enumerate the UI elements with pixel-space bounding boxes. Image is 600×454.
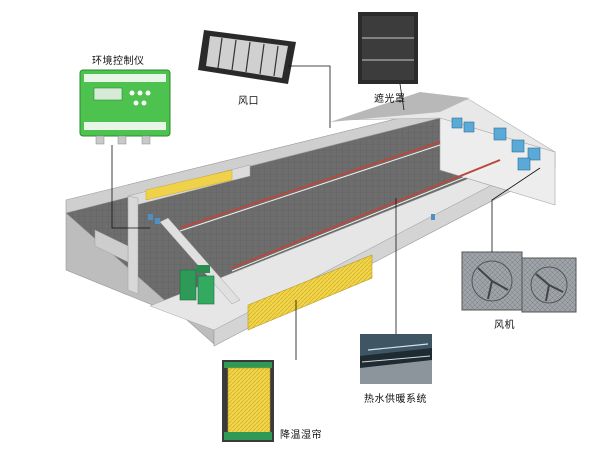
vent-slat: [217, 37, 223, 69]
controller-header: [84, 74, 166, 82]
controller-connector: [95, 135, 105, 145]
environment-controller: [79, 69, 171, 145]
heating-photo-floor: [360, 360, 432, 384]
callout-controller: [111, 145, 150, 229]
air-inlet-vent: [198, 30, 296, 84]
callout-vent: [288, 65, 331, 128]
controller-button: [141, 100, 147, 106]
end-fan-6: [517, 157, 531, 171]
anteroom-divider-2: [159, 217, 241, 305]
anteroom-inner: [94, 229, 129, 263]
equipment-tank-top: [196, 265, 210, 273]
cooling-pad-sample: [222, 360, 274, 442]
fan-blade: [491, 280, 509, 291]
end-fan-4: [511, 139, 525, 153]
callout-fan: [491, 167, 541, 252]
exhaust-fans: [461, 251, 577, 313]
end-fan-2: [463, 121, 475, 133]
pad-sample-bottom: [224, 432, 272, 440]
fan-hub-2: [530, 266, 568, 304]
equipment-tank-1: [179, 269, 197, 301]
fan-blade: [545, 284, 550, 302]
pad-sample-top: [224, 362, 272, 368]
cooling-pad: [247, 254, 373, 331]
controller-button: [133, 100, 139, 106]
heating-photo-light: [367, 343, 429, 351]
pad-sample-body: [227, 367, 271, 435]
label-heating: 热水供暖系统: [364, 394, 427, 405]
light-shade: [358, 12, 418, 84]
wall-inlet-strip: [145, 169, 233, 201]
heating-photo: [360, 334, 432, 384]
wall-fixture-3: [431, 214, 435, 220]
shade-mesh: [362, 16, 414, 80]
controller-display: [93, 87, 123, 101]
vent-slat: [245, 41, 251, 73]
controller-connector: [117, 135, 127, 145]
label-controller: 环境控制仪: [92, 56, 145, 67]
vent-slat: [273, 45, 279, 77]
controller-button: [145, 90, 151, 96]
end-fan-5: [527, 147, 541, 161]
wall-fixture-2: [155, 218, 160, 224]
vent-slat: [259, 43, 265, 75]
wall-fixture-1: [148, 214, 153, 220]
heating-pipe-1-shadow: [179, 144, 441, 232]
fan-blade: [548, 284, 564, 293]
heating-pipe-1: [179, 141, 441, 229]
end-fan-3: [493, 127, 507, 141]
heating-photo-ceiling: [360, 334, 432, 356]
label-cooling-pad: 降温湿帘: [280, 430, 322, 441]
heating-photo-pipe: [361, 355, 431, 363]
callout-lines: [111, 65, 541, 360]
callout-shade: [399, 83, 405, 111]
heating-pipe-2-shadow: [231, 162, 501, 272]
fan-blade: [535, 273, 550, 286]
fan-hub-1: [471, 260, 513, 302]
fan-blade: [477, 267, 493, 282]
vent-panel: [206, 36, 288, 78]
label-vent: 风口: [238, 96, 259, 107]
label-fan: 风机: [494, 320, 515, 331]
right-roof-slope: [330, 92, 470, 122]
end-fan-1: [451, 117, 463, 129]
end-wall-fans: [451, 117, 541, 171]
controller-connector: [141, 135, 151, 145]
equipment-tank-2: [197, 275, 215, 305]
controller-button: [137, 90, 143, 96]
anteroom-divider: [127, 195, 139, 295]
heating-pipe-2: [231, 159, 501, 269]
controller-button: [129, 90, 135, 96]
controller-footer: [84, 122, 166, 130]
label-shade: 遮光罩: [374, 94, 406, 105]
fan-blade: [487, 280, 493, 300]
poultry-house: [65, 92, 556, 347]
vent-slat: [231, 39, 237, 71]
